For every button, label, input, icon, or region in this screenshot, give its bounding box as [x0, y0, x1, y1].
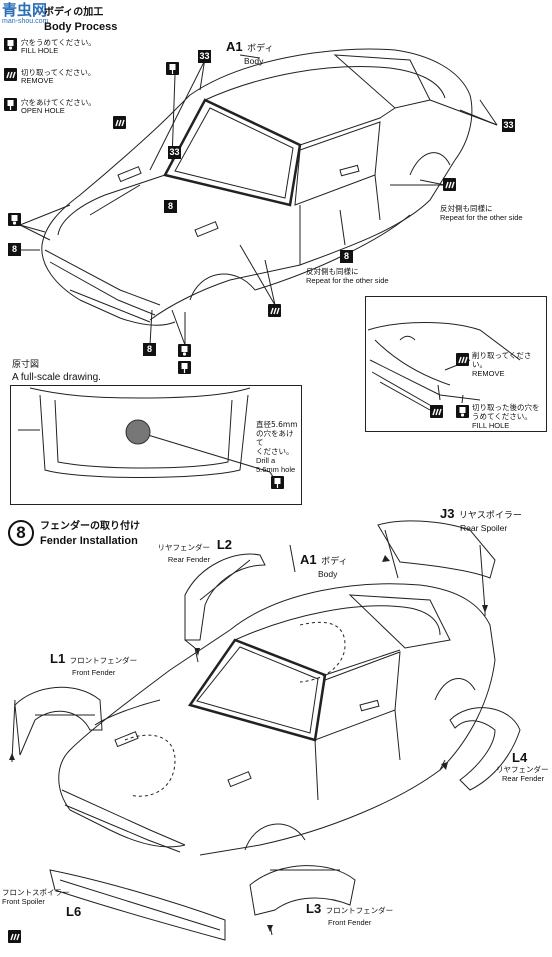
callout-33-right: 33 — [502, 119, 515, 132]
part-l3-label: L3 フロントフェンダー Front Fender — [306, 900, 393, 927]
inset-fill-jp: 切り取った後の穴をうめてください。 — [472, 403, 540, 421]
repeat-right-en: Repeat for the other side — [440, 213, 523, 222]
legend-open-hole-en: OPEN HOLE — [21, 106, 65, 115]
part-l3-en: Front Fender — [328, 918, 372, 927]
legend: 穴をうめてください。 FILL HOLE 切り取ってください。 REMOVE 穴… — [4, 38, 124, 120]
fill-hole-icon — [8, 213, 21, 226]
watermark-text: 青虫网 — [2, 1, 48, 19]
part-l2-en: Rear Fender — [167, 555, 210, 564]
part-l6-en: Front Spoiler — [2, 897, 45, 906]
part-a1-section8-jp: ボディ — [321, 557, 348, 567]
repeat-right-jp: 反対側も同様に — [440, 204, 493, 213]
repeat-other-side-right: 反対側も同様に Repeat for the other side — [440, 204, 523, 222]
remove-icon — [8, 930, 21, 943]
remove-icon — [268, 304, 281, 317]
callout-33-top: 33 — [198, 50, 211, 63]
section8-title-en: Fender Installation — [40, 535, 138, 547]
inset-remove-en: REMOVE — [472, 369, 505, 378]
part-l4-code: L4 — [512, 750, 528, 765]
fullscale-title-jp: 原寸図 — [12, 360, 40, 370]
repeat-other-side-center: 反対側も同様に Repeat for the other side — [306, 267, 389, 285]
inset-box: 削り取ってください。 REMOVE 切り取った後の穴をうめてください。 FILL… — [365, 296, 547, 432]
step-number: 8 — [8, 520, 34, 546]
part-l6-jp: フロントスポイラー — [2, 888, 70, 897]
callout-8-front: 8 — [143, 343, 156, 356]
fender-drawing — [11, 520, 521, 941]
watermark-url: man-shou.com — [2, 18, 49, 25]
part-a1-code: A1 — [226, 39, 243, 54]
part-l1-code: L1 — [50, 651, 66, 666]
legend-remove-en: REMOVE — [21, 76, 54, 85]
part-a1-section8-en: Body — [318, 569, 338, 579]
remove-icon — [456, 353, 469, 366]
fill-hole-icon — [456, 405, 469, 418]
remove-icon — [443, 178, 456, 191]
section7-title-jp: ボディの加工 — [44, 7, 104, 18]
open-hole-icon — [166, 62, 179, 75]
open-hole-icon — [178, 361, 191, 374]
part-j3-label: J3 リヤスポイラー Rear Spoiler — [440, 505, 522, 533]
part-l3-jp: フロントフェンダー — [325, 906, 394, 915]
part-l3-code: L3 — [306, 901, 322, 916]
part-l2-label: リヤフェンダー L2 Rear Fender — [140, 537, 233, 564]
part-a1-en: Body — [244, 56, 264, 66]
callout-8-hood: 8 — [164, 200, 177, 213]
drill-note-jp: 直径5.6mmの穴をあけて — [256, 420, 298, 447]
part-j3-code: J3 — [440, 506, 455, 521]
open-hole-icon — [271, 476, 284, 489]
callout-8-side: 8 — [340, 250, 353, 263]
part-a1-jp: ボディ — [247, 44, 274, 54]
fullscale-title-en: A full-scale drawing. — [12, 372, 101, 383]
drill-note-en: Drill a 5.6mm hole — [256, 456, 296, 474]
fill-hole-icon — [178, 344, 191, 357]
section7-title-en: Body Process — [44, 21, 118, 33]
callout-8-left: 8 — [8, 243, 21, 256]
drill-note: 直径5.6mmの穴をあけて ください。 Drill a 5.6mm hole — [256, 420, 298, 474]
inset-fill-en: FILL HOLE — [472, 421, 510, 430]
body-top-drawing — [19, 48, 498, 346]
part-l4-en: Rear Fender — [502, 774, 545, 783]
repeat-center-en: Repeat for the other side — [306, 276, 389, 285]
fill-hole-icon — [4, 38, 17, 51]
section8-title-jp: フェンダーの取り付け — [40, 521, 140, 532]
part-l6-code: L6 — [66, 904, 82, 919]
remove-icon — [4, 68, 17, 81]
inset-remove-jp: 削り取ってください。 — [472, 351, 532, 369]
inset-fill-note: 切り取った後の穴をうめてください。 FILL HOLE — [472, 403, 544, 430]
part-l4-label: L4 リヤフェンダー Rear Fender — [496, 750, 549, 783]
part-a1-section8-code: A1 — [300, 552, 317, 567]
fullscale-box: 直径5.6mmの穴をあけて ください。 Drill a 5.6mm hole — [10, 385, 302, 505]
part-l2-code: L2 — [216, 537, 232, 552]
drill-note-jp2: ください。 — [256, 447, 294, 456]
legend-fill-hole-en: FILL HOLE — [21, 46, 59, 55]
legend-fill-hole-jp: 穴をうめてください。 — [21, 38, 96, 47]
callout-33-middle: 33 — [168, 146, 181, 159]
legend-open-hole-jp: 穴をあけてください。 — [21, 98, 96, 107]
part-l1-en: Front Fender — [72, 668, 116, 677]
watermark: 青虫网 man-shou.com — [2, 2, 74, 32]
part-j3-en: Rear Spoiler — [460, 523, 508, 533]
open-hole-icon — [4, 98, 17, 111]
part-a1-section8-label: A1 ボディ Body — [300, 551, 347, 579]
part-l1-jp: フロントフェンダー — [69, 656, 138, 665]
part-l6-label: フロントスポイラー Front Spoiler L6 — [2, 888, 88, 919]
remove-icon — [113, 116, 126, 129]
remove-icon — [430, 405, 443, 418]
part-a1-label: A1 ボディ Body — [226, 38, 273, 66]
part-l2-jp: リヤフェンダー — [157, 543, 211, 552]
inset-remove-note: 削り取ってください。 REMOVE — [472, 351, 542, 378]
legend-remove-jp: 切り取ってください。 — [21, 68, 96, 77]
hole-circle — [125, 419, 151, 445]
part-l4-jp: リヤフェンダー — [496, 765, 549, 774]
repeat-center-jp: 反対側も同様に — [306, 267, 359, 276]
part-l1-label: L1 フロントフェンダー Front Fender — [50, 650, 137, 677]
part-j3-jp: リヤスポイラー — [458, 511, 522, 521]
